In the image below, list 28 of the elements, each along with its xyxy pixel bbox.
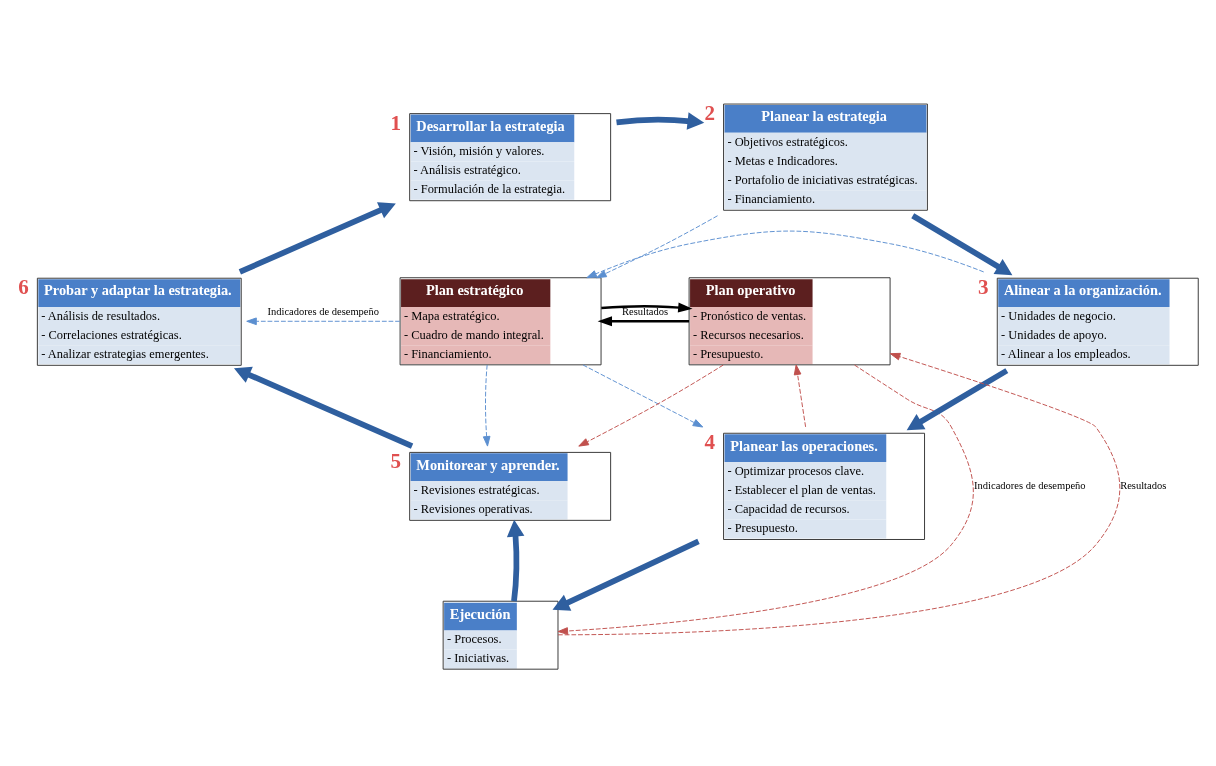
arrow xyxy=(482,364,491,447)
edge-label: Resultados xyxy=(1120,479,1167,491)
node-label: 2 xyxy=(704,100,715,125)
node-label: 4 xyxy=(704,429,715,454)
node-label: 5 xyxy=(390,448,402,473)
arrow xyxy=(597,315,690,326)
edge-label: Resultados xyxy=(622,305,669,317)
arrow xyxy=(234,366,414,449)
node-label: 1 xyxy=(390,110,402,135)
arrow xyxy=(906,367,1009,430)
arrow xyxy=(506,519,525,602)
edge-label: Indicadores de desempeño xyxy=(267,305,380,317)
arrow xyxy=(601,302,693,313)
arrow xyxy=(911,212,1013,275)
arrow xyxy=(793,364,807,427)
arrow xyxy=(552,538,700,611)
arrow xyxy=(582,364,704,428)
arrow xyxy=(238,201,396,274)
node-label: 3 xyxy=(978,274,989,299)
arrow xyxy=(616,111,705,130)
arrow xyxy=(557,364,974,635)
node-label: 6 xyxy=(18,274,29,299)
arrow xyxy=(246,316,401,325)
arrow xyxy=(578,364,724,447)
edge-label: Indicadores de desempeño xyxy=(974,479,1086,491)
arrow xyxy=(596,214,718,278)
arrow xyxy=(557,352,1121,635)
arrow xyxy=(586,230,985,278)
